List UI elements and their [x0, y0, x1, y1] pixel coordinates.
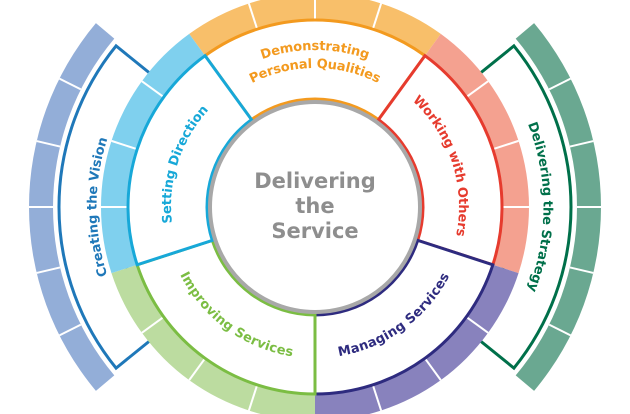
segment-improving-services: Improving Services — [111, 238, 317, 414]
segment-band-tick — [141, 80, 165, 98]
segment-band-tick — [465, 316, 489, 334]
segment-managing-services: Managing Services — [313, 238, 519, 414]
side-band-right — [515, 23, 602, 391]
side-band-tick — [569, 140, 594, 148]
segment-panel — [313, 238, 495, 396]
side-band-tick — [36, 140, 61, 148]
side-band-left — [28, 23, 115, 391]
side-band-tick — [569, 266, 594, 274]
segment-band-tick — [371, 384, 383, 411]
side-band-tick — [58, 77, 82, 91]
segment-working-with-others: Working with Others — [376, 33, 530, 274]
segment-band-tick — [247, 3, 259, 30]
side-band-tick — [548, 323, 572, 337]
segment-band — [315, 264, 519, 414]
side-band-tick — [548, 77, 572, 91]
segment-panel — [202, 18, 428, 122]
center-label: Service — [271, 219, 358, 243]
segment-band-tick — [424, 357, 442, 381]
side-band-tick — [36, 266, 61, 274]
segment-band-tick — [141, 316, 165, 334]
segment-panel — [126, 53, 254, 267]
center-label: the — [295, 194, 334, 218]
segment-band-tick — [188, 357, 206, 381]
side-band-tick — [58, 323, 82, 337]
segment-band — [111, 264, 315, 414]
segment-band-tick — [247, 384, 259, 411]
segment-band-tick — [371, 3, 383, 30]
segment-band-tick — [111, 139, 138, 151]
segment-panel — [376, 53, 504, 267]
center-circle-shape — [208, 100, 422, 314]
center-label: Delivering — [254, 169, 376, 193]
segment-panel — [135, 238, 317, 396]
segment-band-tick — [492, 139, 519, 151]
segment-setting-direction: Setting Direction — [100, 33, 254, 274]
segment-band-tick — [465, 80, 489, 98]
